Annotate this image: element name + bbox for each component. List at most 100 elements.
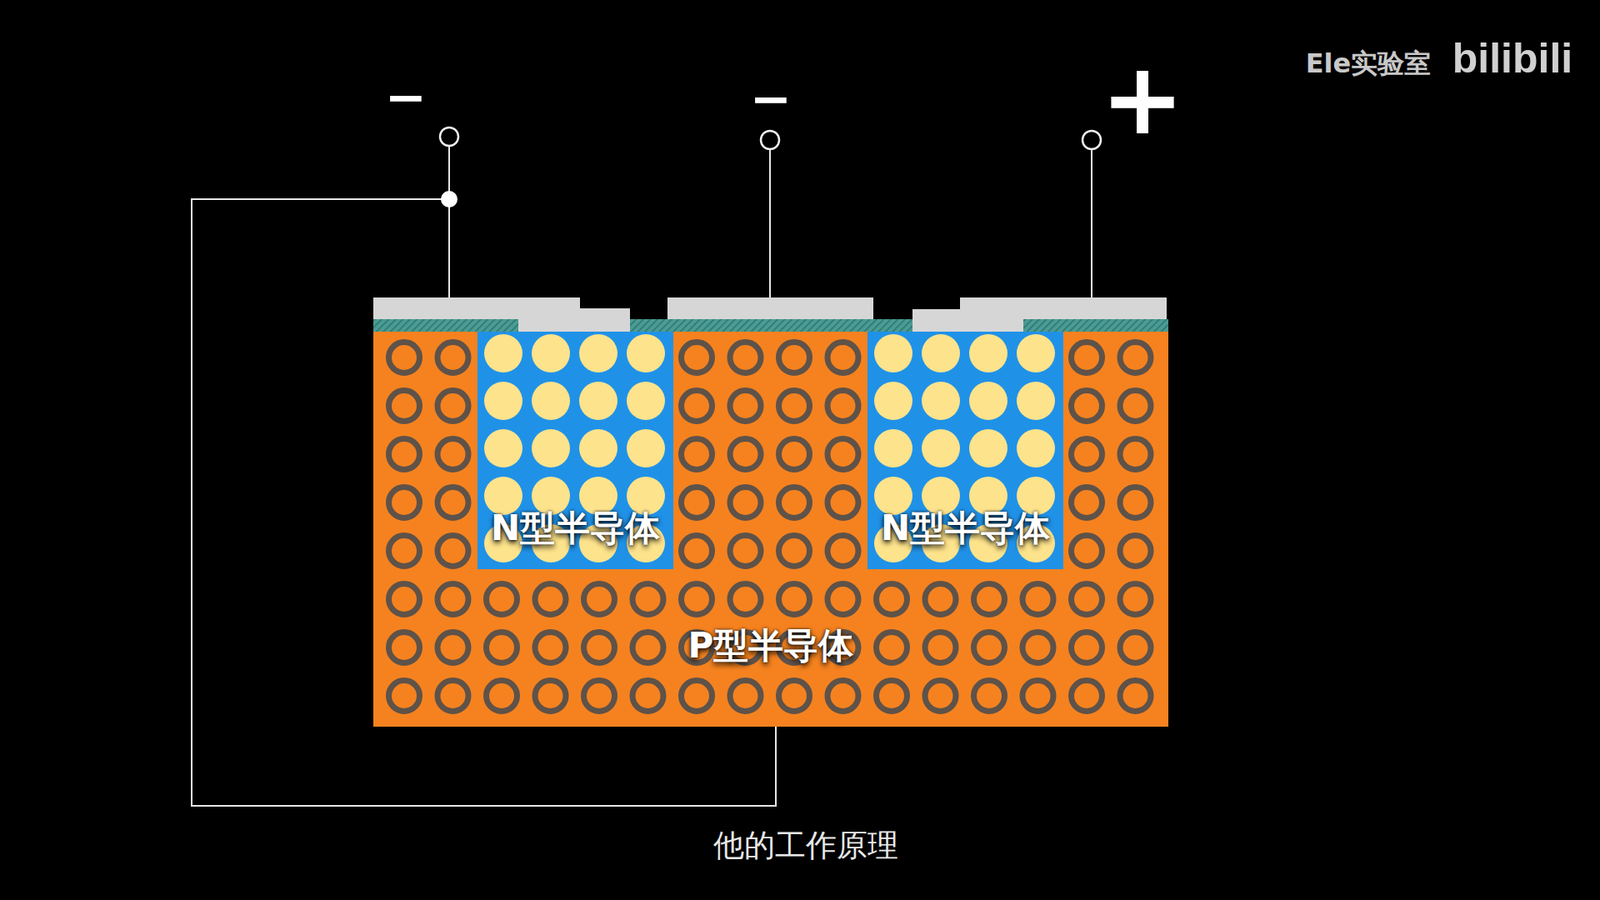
- hole-ring: [389, 390, 420, 422]
- terminal-sign: +: [1100, 49, 1185, 150]
- hole-ring: [827, 487, 859, 519]
- hole-ring: [584, 680, 615, 712]
- hole-ring: [827, 584, 859, 615]
- hole-ring: [437, 680, 469, 712]
- electron-dot: [1016, 381, 1055, 420]
- hole-ring: [779, 439, 810, 470]
- hole-ring: [827, 535, 859, 567]
- p-substrate: P型半导体N型半导体N型半导体: [373, 331, 1169, 727]
- hole-ring: [1071, 390, 1103, 422]
- hole-ring: [437, 487, 469, 519]
- hole-ring: [974, 680, 1005, 712]
- hole-ring: [827, 680, 859, 712]
- hole-ring: [779, 584, 810, 615]
- hole-ring: [779, 342, 810, 374]
- drain-wire: [1090, 150, 1093, 298]
- hole-ring: [779, 680, 810, 712]
- hole-ring: [681, 390, 713, 422]
- hole-ring: [632, 632, 664, 664]
- hole-ring: [1071, 487, 1103, 519]
- electron-dot: [626, 334, 665, 373]
- hole-ring: [925, 632, 956, 664]
- hole-ring: [1071, 535, 1103, 567]
- hole-ring: [584, 584, 615, 615]
- electron-dot: [626, 381, 665, 420]
- hole-ring: [681, 439, 713, 470]
- hole-ring: [681, 487, 713, 519]
- hole-ring: [1022, 632, 1054, 664]
- watermark-logo: bilibili: [1452, 37, 1573, 80]
- hole-ring: [730, 535, 761, 567]
- hole-ring: [486, 632, 518, 664]
- hole-ring: [437, 390, 469, 422]
- hole-ring: [584, 632, 615, 664]
- hole-ring: [925, 584, 956, 615]
- hole-ring: [681, 584, 713, 615]
- hole-ring: [827, 439, 859, 470]
- n-region: N型半导体: [867, 331, 1064, 570]
- hole-ring: [827, 390, 859, 422]
- electron-dot: [579, 334, 618, 373]
- electron-dot: [484, 334, 523, 373]
- hole-ring: [1071, 342, 1103, 374]
- hole-ring: [632, 680, 664, 712]
- hole-ring: [1120, 680, 1151, 712]
- hole-ring: [876, 632, 908, 664]
- hole-ring: [389, 342, 420, 374]
- electron-dot: [921, 429, 960, 468]
- hole-ring: [681, 342, 713, 374]
- hole-ring: [437, 632, 469, 664]
- electron-dot: [531, 429, 570, 468]
- n-region: N型半导体: [477, 331, 674, 570]
- hole-ring: [779, 487, 810, 519]
- hole-ring: [437, 584, 469, 615]
- hole-ring: [730, 487, 761, 519]
- hole-ring: [974, 632, 1005, 664]
- metal-contact: [960, 297, 1167, 320]
- electron-dot: [579, 381, 618, 420]
- gate-wire: [769, 150, 771, 298]
- hole-ring: [389, 535, 420, 567]
- electron-dot: [579, 429, 618, 468]
- hole-ring: [1071, 584, 1103, 615]
- hole-ring: [876, 584, 908, 615]
- hole-ring: [437, 342, 469, 374]
- terminal: [760, 130, 780, 150]
- electron-dot: [1016, 429, 1055, 468]
- hole-ring: [1120, 342, 1151, 374]
- hole-ring: [437, 439, 469, 470]
- hole-ring: [730, 680, 761, 712]
- region-label: N型半导体: [477, 507, 674, 550]
- hole-ring: [437, 535, 469, 567]
- hole-ring: [389, 680, 420, 712]
- hole-ring: [389, 439, 420, 470]
- terminal: [440, 127, 459, 146]
- hole-ring: [1071, 680, 1103, 712]
- hole-ring: [925, 680, 956, 712]
- electron-dot: [531, 334, 570, 373]
- electron-dot: [921, 334, 960, 373]
- electron-dot: [874, 334, 913, 373]
- electron-dot: [1016, 334, 1055, 373]
- electron-dot: [969, 334, 1008, 373]
- electron-dot: [484, 429, 523, 468]
- hole-ring: [1071, 439, 1103, 470]
- hole-ring: [827, 342, 859, 374]
- junction-dot: [440, 190, 458, 208]
- hole-ring: [389, 487, 420, 519]
- hole-ring: [779, 535, 810, 567]
- hole-ring: [535, 680, 566, 712]
- hole-ring: [779, 390, 810, 422]
- electron-dot: [874, 381, 913, 420]
- hole-ring: [1022, 680, 1054, 712]
- hole-ring: [1120, 535, 1151, 567]
- electron-dot: [969, 429, 1008, 468]
- watermark: Ele实验室: [1305, 50, 1432, 77]
- terminal-sign: −: [385, 71, 427, 122]
- electron-dot: [874, 429, 913, 468]
- hole-ring: [974, 584, 1005, 615]
- hole-ring: [1120, 390, 1151, 422]
- hole-ring: [730, 584, 761, 615]
- terminal-sign: −: [750, 73, 792, 124]
